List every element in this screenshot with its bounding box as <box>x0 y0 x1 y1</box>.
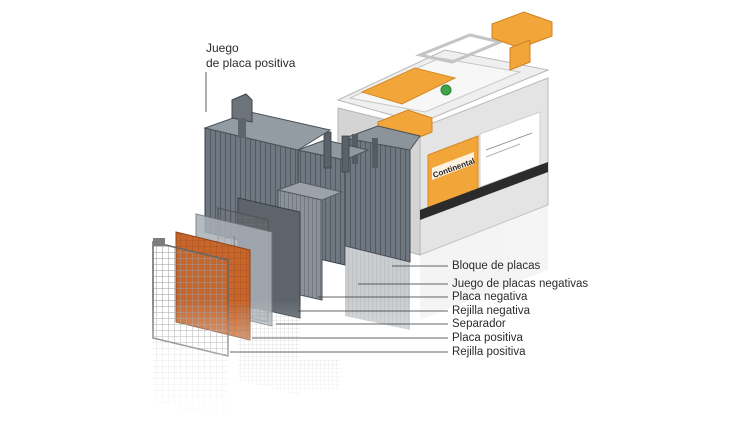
label-juego-placa-positiva: Juego de placa positiva <box>206 41 295 71</box>
leader-lines <box>205 72 448 353</box>
battery-housing: Continental <box>336 11 553 256</box>
label-rejilla-negativa: Rejilla negativa <box>452 305 530 317</box>
label-line: Juego <box>206 41 239 55</box>
reflection-fade <box>140 300 570 425</box>
label-placa-negativa: Placa negativa <box>452 291 528 303</box>
label-bloque-de-placas: Bloque de placas <box>452 260 541 272</box>
label-separador: Separador <box>452 318 506 330</box>
label-placa-positiva: Placa positiva <box>452 332 523 344</box>
label-rejilla-positiva: Rejilla positiva <box>452 346 526 358</box>
label-juego-placas-negativas: Juego de placas negativas <box>452 278 589 290</box>
plate-block <box>343 125 421 263</box>
label-line: de placa positiva <box>206 56 296 70</box>
